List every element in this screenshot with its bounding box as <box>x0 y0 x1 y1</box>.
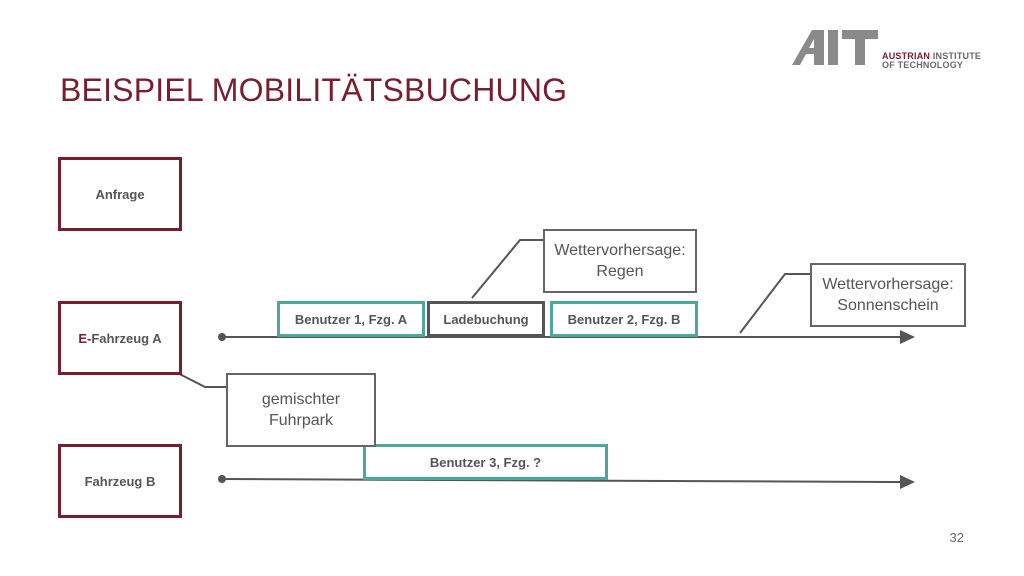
booking-user1-label: Benutzer 1, Fzg. A <box>294 311 408 327</box>
logo-of-technology: OF TECHNOLOGY <box>882 60 964 70</box>
logo-austrian: AUSTRIAN <box>882 51 931 61</box>
row-vehicle-a-prefix: E- <box>78 330 92 346</box>
row-vehicle-a-label: E-Fahrzeug A <box>78 331 161 346</box>
timeline-vehicle-b-arrow <box>900 475 915 489</box>
booking-user2: Benutzer 2, Fzg. B <box>550 301 698 337</box>
logo-institute: INSTITUTE <box>932 51 982 61</box>
row-vehicle-b-label: Fahrzeug B <box>84 473 156 489</box>
row-request: Anfrage <box>58 157 182 231</box>
ait-logo: AUSTRIAN INSTITUTE OF TECHNOLOGY <box>790 28 981 71</box>
booking-user1: Benutzer 1, Fzg. A <box>277 301 425 337</box>
row-vehicle-a-name: Fahrzeug A <box>91 330 162 346</box>
timeline-vehicle-b <box>221 478 901 483</box>
row-vehicle-a: E-Fahrzeug A <box>58 301 182 375</box>
callout-rain-line2: Regen <box>596 263 644 280</box>
page-title: BEISPIEL MOBILITÄTSBUCHUNG <box>60 72 568 108</box>
callout-rain-line1: Wettervorhersage: <box>554 242 686 259</box>
callout-rain-leader <box>471 239 543 299</box>
booking-charge: Ladebuchung <box>427 301 545 337</box>
logo-wordmark: AUSTRIAN INSTITUTE OF TECHNOLOGY <box>882 52 981 70</box>
callout-sun-leader <box>739 273 810 334</box>
callout-sun-line2: Sonnenschein <box>837 297 939 314</box>
ait-logo-mark <box>792 30 878 65</box>
timeline-vehicle-b-start <box>218 475 226 483</box>
page-number: 32 <box>949 530 964 545</box>
callout-rain: Wettervorhersage: Regen <box>543 229 697 293</box>
booking-user3: Benutzer 3, Fzg. ? <box>363 444 608 480</box>
timeline-vehicle-a-start <box>218 333 226 341</box>
booking-user2-label: Benutzer 2, Fzg. B <box>567 311 681 327</box>
callout-fleet: gemischter Fuhrpark <box>226 373 376 447</box>
callout-fleet-line1: gemischter <box>261 391 341 408</box>
booking-charge-label: Ladebuchung <box>443 311 529 327</box>
row-vehicle-b: Fahrzeug B <box>58 444 182 518</box>
booking-user3-label: Benutzer 3, Fzg. ? <box>429 454 542 470</box>
callout-fleet-line2: Fuhrpark <box>268 412 334 429</box>
row-request-label: Anfrage <box>95 186 145 202</box>
callout-sun: Wettervorhersage: Sonnenschein <box>810 263 966 327</box>
callout-sun-line1: Wettervorhersage: <box>822 276 954 293</box>
timeline-vehicle-a-arrow <box>900 330 915 344</box>
